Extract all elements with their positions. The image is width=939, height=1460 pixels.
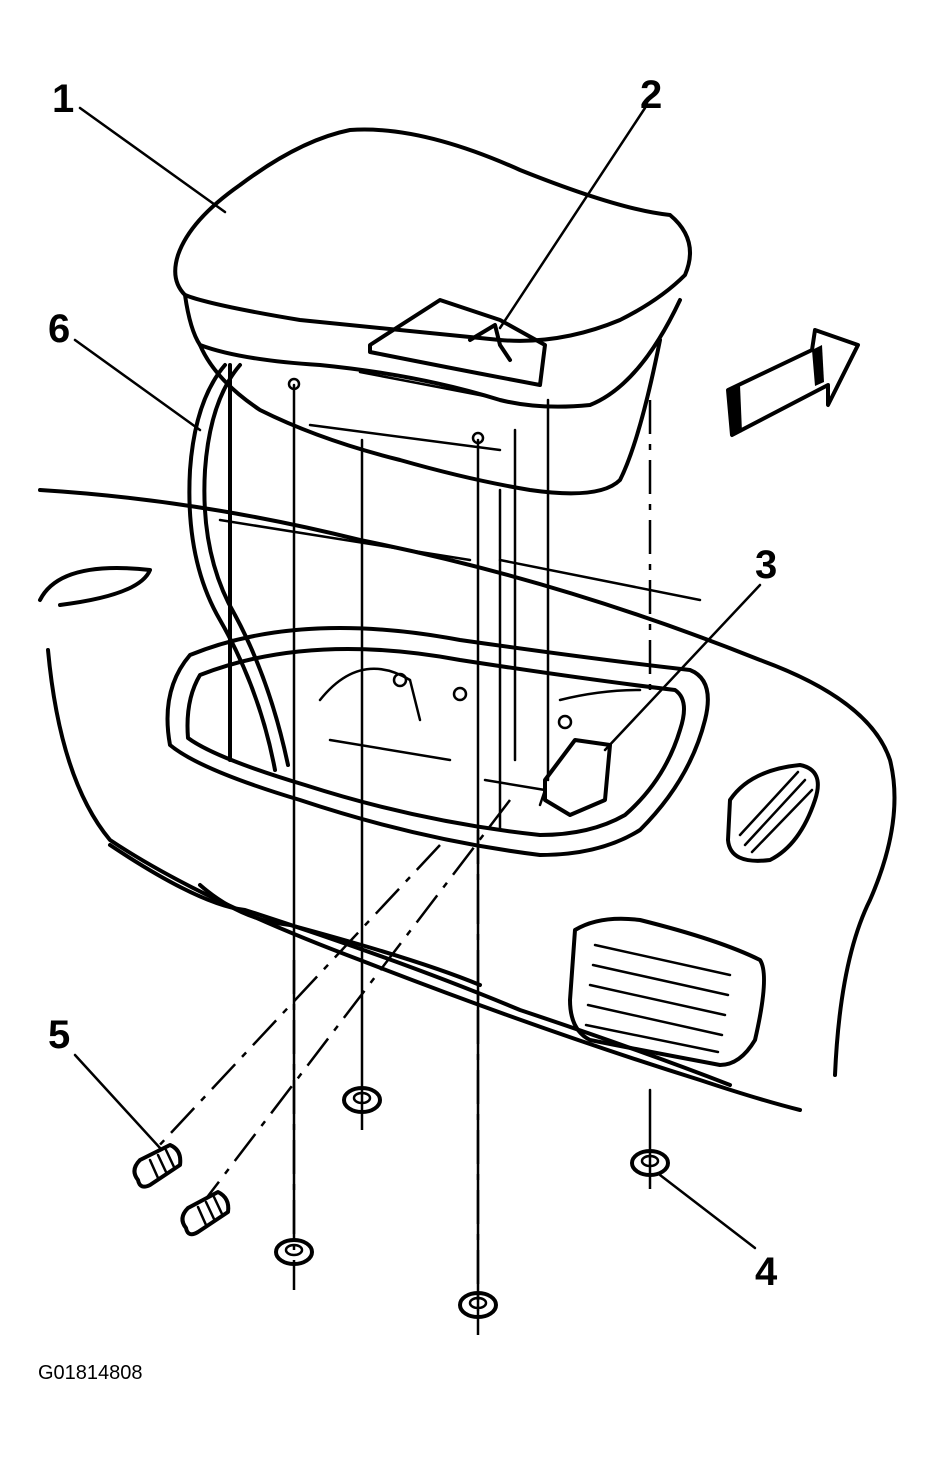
callout-4: 4	[755, 1250, 778, 1294]
console-base	[228, 363, 550, 832]
callout-1: 1	[52, 77, 74, 121]
callout-labels: 1 2 3 4 5 6	[48, 73, 778, 1294]
screw-fasteners	[132, 1143, 231, 1237]
forward-direction-arrow-icon	[726, 328, 860, 437]
callout-5: 5	[48, 1013, 70, 1057]
nut-fasteners	[274, 1086, 670, 1319]
nut-4	[630, 1149, 670, 1177]
nut-3	[458, 1291, 498, 1319]
nut-1	[274, 1238, 314, 1266]
console-lid	[173, 127, 692, 496]
bracket	[483, 738, 612, 817]
screw-1	[132, 1143, 183, 1189]
air-vent-lower	[568, 916, 766, 1067]
figure-code: G01814808	[38, 1362, 143, 1384]
callout-2: 2	[640, 73, 662, 117]
screw-2	[180, 1190, 231, 1237]
wire-harness	[187, 363, 290, 772]
console-opening	[165, 626, 710, 857]
nut-2	[342, 1086, 382, 1114]
leader-lines	[73, 106, 762, 1250]
callout-3: 3	[755, 543, 777, 587]
callout-6: 6	[48, 307, 70, 351]
air-vent-upper	[726, 763, 820, 863]
